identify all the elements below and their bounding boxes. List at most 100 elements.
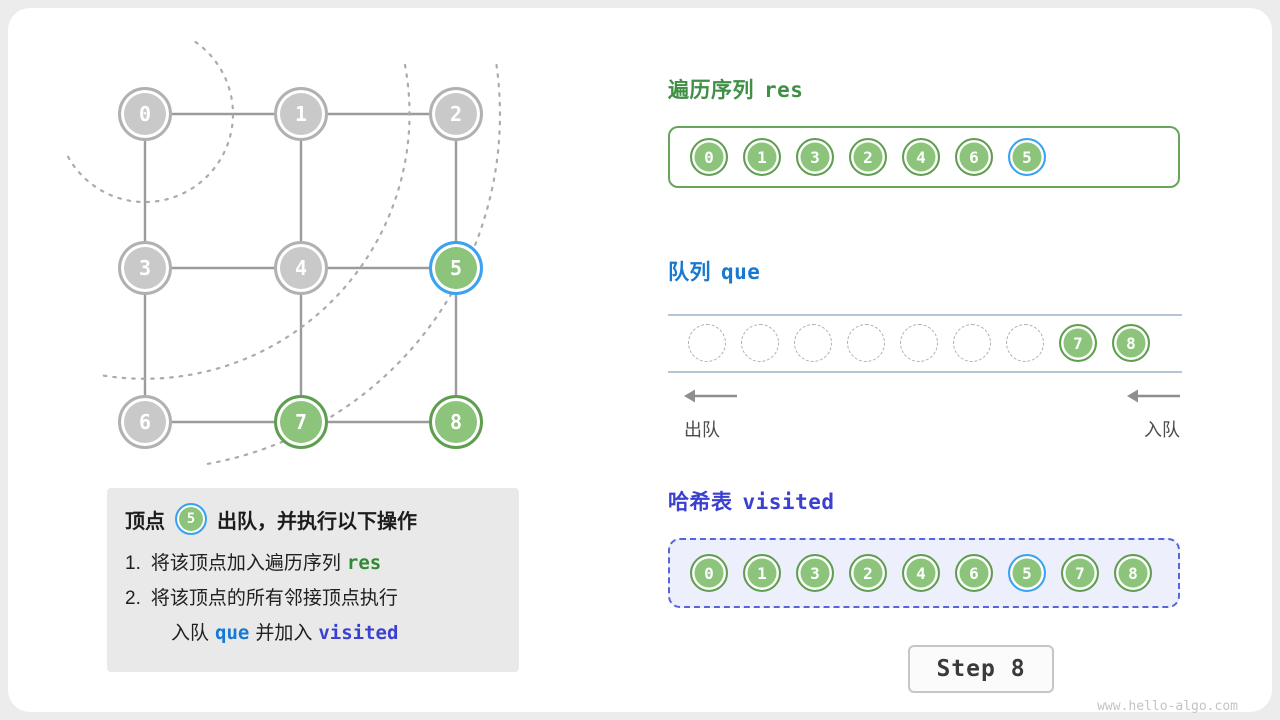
res-item-label: 4 <box>916 147 926 167</box>
visited-panel-heading: 哈希表 visited <box>668 486 835 516</box>
res-item-label: 5 <box>1022 147 1032 167</box>
res-heading-cn: 遍历序列 <box>668 79 754 102</box>
step-indicator: Step 8 <box>908 645 1054 693</box>
visited-heading-cn: 哈希表 <box>668 491 733 514</box>
queue-empty-slot <box>794 324 832 362</box>
graph-node-2: 2 <box>429 87 483 141</box>
visited-item: 6 <box>955 554 993 592</box>
res-item: 3 <box>796 138 834 176</box>
visited-item: 4 <box>902 554 940 592</box>
queue-top-line <box>668 314 1182 316</box>
watermark: www.hello-algo.com <box>1097 699 1238 714</box>
visited-item: 1 <box>743 554 781 592</box>
res-item-label: 6 <box>969 147 979 167</box>
queue-slots-row: 7 8 <box>668 315 1182 371</box>
visited-item-label: 5 <box>1022 563 1032 583</box>
info-current-node: 5 <box>175 503 207 535</box>
info-step-1-number: 1. <box>125 553 141 574</box>
graph-node-3: 3 <box>118 241 172 295</box>
res-item: 6 <box>955 138 993 176</box>
enqueue-arrow-icon <box>1127 389 1180 403</box>
info-step-3-code-visited: visited <box>318 622 399 644</box>
visited-heading-code: visited <box>742 490 835 514</box>
visited-item: 0 <box>690 554 728 592</box>
res-item-label: 0 <box>704 147 714 167</box>
graph-node-8: 8 <box>429 395 483 449</box>
res-item-highlighted: 5 <box>1008 138 1046 176</box>
visited-item-label: 0 <box>704 563 714 583</box>
graph-node-label: 4 <box>294 256 308 280</box>
queue-empty-slot <box>900 324 938 362</box>
visited-item-label: 2 <box>863 563 873 583</box>
info-title: 顶点 5 出队，并执行以下操作 <box>125 503 501 535</box>
info-step-2: 2. 将该顶点的所有邻接顶点执行 <box>125 585 501 612</box>
info-step-2-text: 将该顶点的所有邻接顶点执行 <box>150 588 398 609</box>
graph-node-1: 1 <box>274 87 328 141</box>
visited-item-highlighted: 5 <box>1008 554 1046 592</box>
visited-item: 3 <box>796 554 834 592</box>
queue-item: 8 <box>1112 324 1150 362</box>
graph-node-label: 1 <box>294 102 308 126</box>
res-item-label: 2 <box>863 147 873 167</box>
queue-empty-slot <box>688 324 726 362</box>
graph-node-label: 8 <box>449 410 463 434</box>
queue-empty-slot <box>847 324 885 362</box>
visited-item-label: 6 <box>969 563 979 583</box>
info-step-3-text2: 并加入 <box>255 623 313 644</box>
visited-hash-box: 0 1 3 2 4 6 5 7 8 <box>668 538 1180 608</box>
graph-node-label: 7 <box>294 410 308 434</box>
queue-bottom-line <box>668 371 1182 373</box>
graph-node-6: 6 <box>118 395 172 449</box>
visited-item-label: 7 <box>1075 563 1085 583</box>
visited-item-label: 4 <box>916 563 926 583</box>
visited-item-label: 3 <box>810 563 820 583</box>
graph-node-label: 2 <box>449 102 463 126</box>
graph-node-label: 6 <box>138 410 152 434</box>
queue-item: 7 <box>1059 324 1097 362</box>
res-item: 4 <box>902 138 940 176</box>
info-step-3-code-que: que <box>215 622 250 644</box>
que-heading-cn: 队列 <box>668 261 711 284</box>
res-item-label: 3 <box>810 147 820 167</box>
queue-item-label: 8 <box>1126 333 1136 353</box>
graph-node-5-current: 5 <box>429 241 483 295</box>
enqueue-label: 入队 <box>1144 420 1180 440</box>
visited-item-label: 8 <box>1128 563 1138 583</box>
res-item-label: 1 <box>757 147 767 167</box>
info-step-3-text1: 入队 <box>171 623 210 644</box>
info-title-prefix: 顶点 <box>125 510 165 533</box>
queue-item-label: 7 <box>1073 333 1083 353</box>
info-current-node-label: 5 <box>186 511 196 527</box>
graph-node-label: 5 <box>449 256 463 280</box>
step-label: Step 8 <box>936 656 1026 682</box>
dequeue-label: 出队 <box>684 420 720 440</box>
res-item: 2 <box>849 138 887 176</box>
queue-empty-slot <box>1006 324 1044 362</box>
dequeue-arrow-icon <box>684 389 737 403</box>
info-step-2-number: 2. <box>125 588 141 609</box>
res-item: 0 <box>690 138 728 176</box>
res-panel-heading: 遍历序列 res <box>668 74 803 104</box>
res-sequence-box: 0 1 3 2 4 6 5 <box>668 126 1180 188</box>
res-item: 1 <box>743 138 781 176</box>
info-title-suffix: 出队，并执行以下操作 <box>217 510 417 533</box>
que-heading-code: que <box>721 260 761 284</box>
graph-node-4: 4 <box>274 241 328 295</box>
visited-item: 2 <box>849 554 887 592</box>
queue-empty-slot <box>953 324 991 362</box>
queue-panel-heading: 队列 que <box>668 256 760 286</box>
visited-item: 8 <box>1114 554 1152 592</box>
res-heading-code: res <box>764 78 804 102</box>
info-step-1-code: res <box>346 552 382 574</box>
info-step-1-text: 将该顶点加入遍历序列 <box>150 553 341 574</box>
graph-node-label: 3 <box>138 256 152 280</box>
visited-item-label: 1 <box>757 563 767 583</box>
visited-item: 7 <box>1061 554 1099 592</box>
queue-empty-slot <box>741 324 779 362</box>
graph-node-7: 7 <box>274 395 328 449</box>
graph-node-0: 0 <box>118 87 172 141</box>
